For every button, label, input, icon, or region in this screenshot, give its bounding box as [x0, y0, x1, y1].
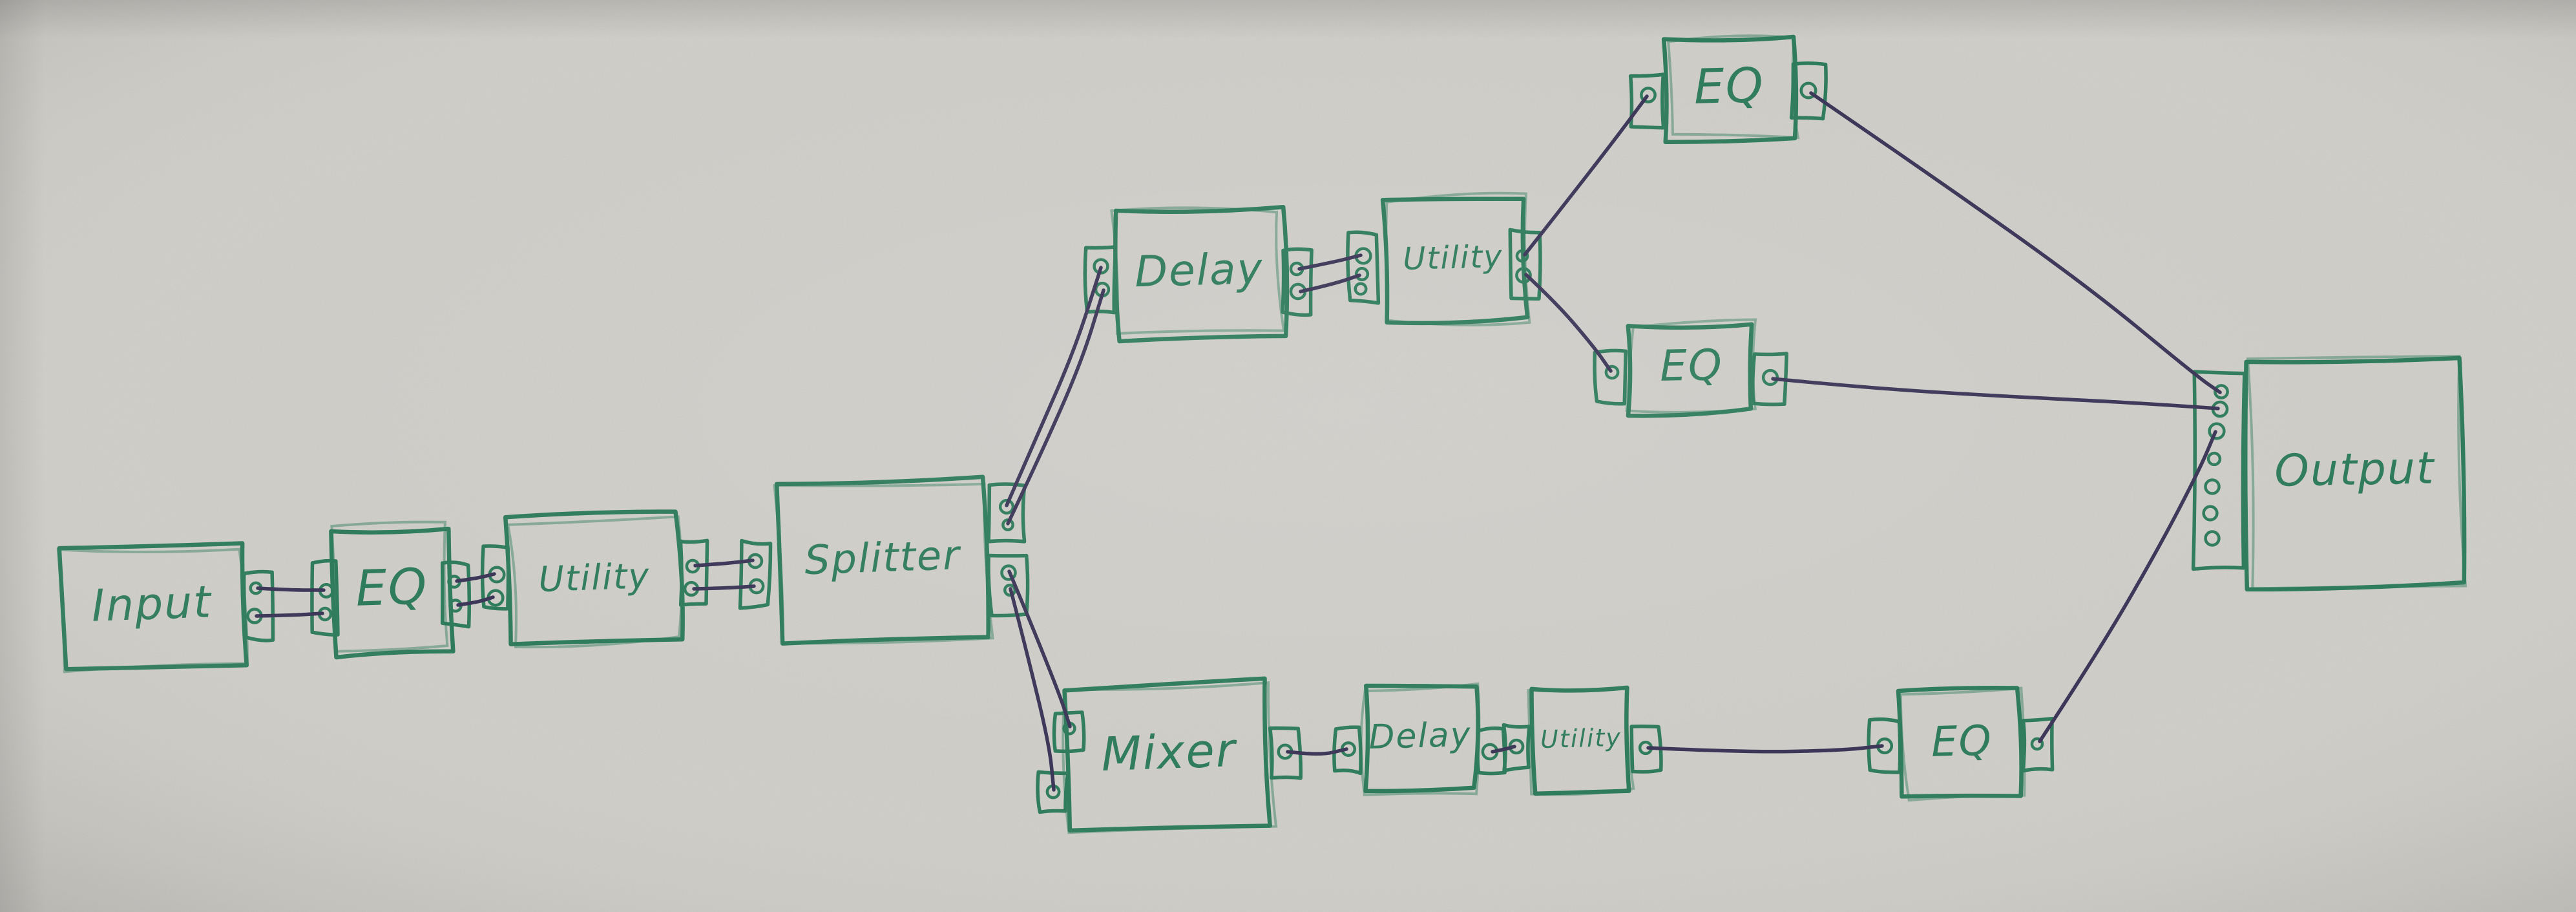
left-shadow	[0, 0, 45, 912]
top-shadow	[0, 0, 2576, 39]
